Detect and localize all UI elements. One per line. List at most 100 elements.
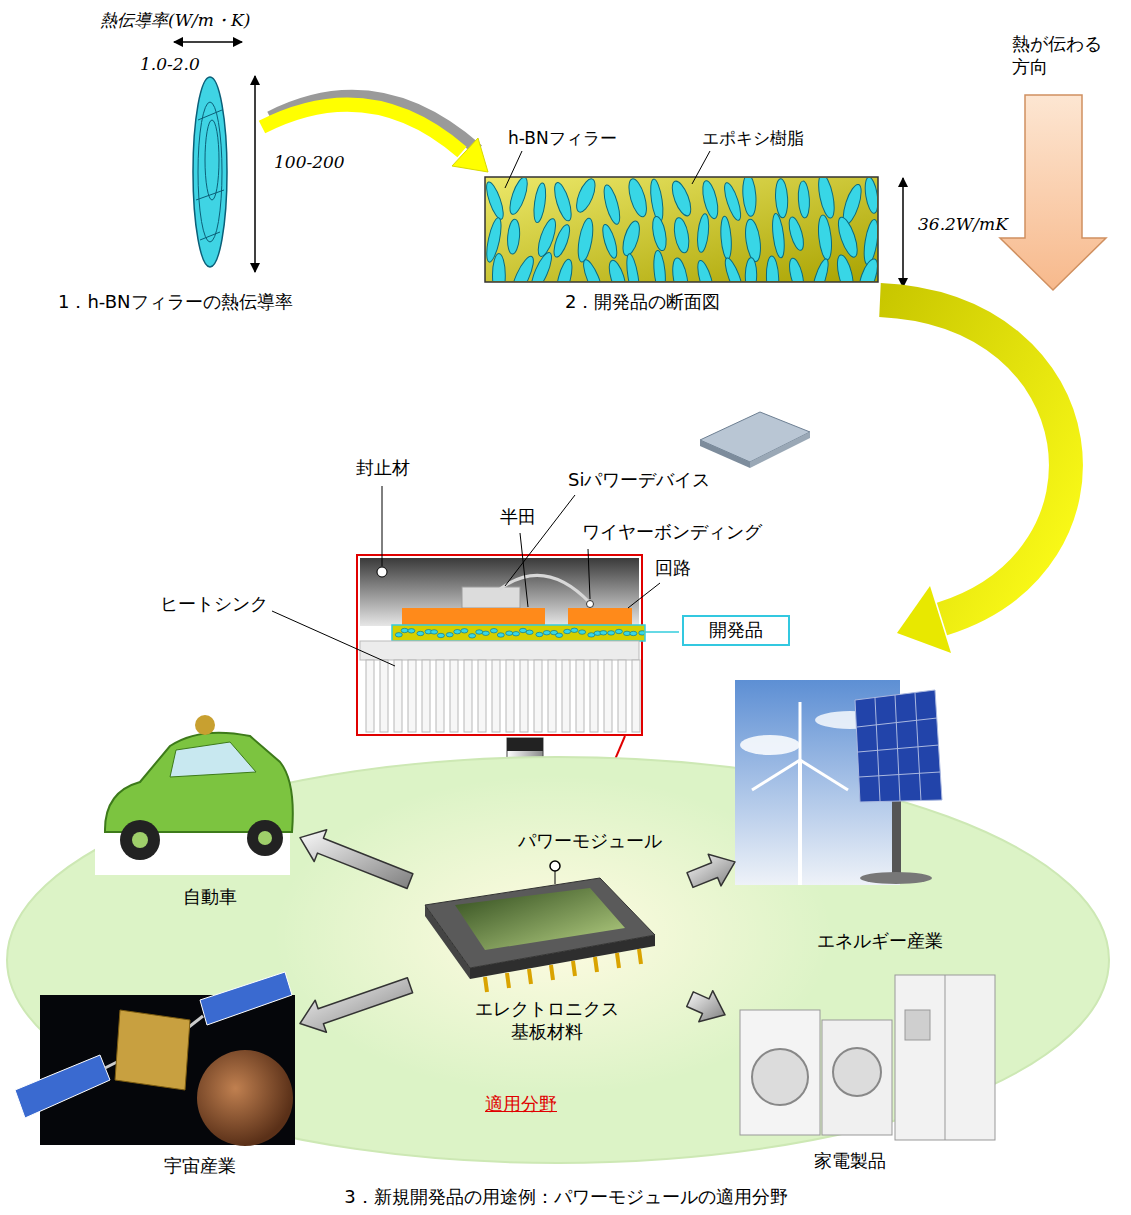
power-module-section <box>392 625 645 641</box>
leader-line <box>272 611 395 666</box>
annotation-label: エポキシ樹脂 <box>702 128 804 149</box>
energy-illustration <box>752 760 800 790</box>
filler-flake <box>809 258 831 281</box>
filler-flake <box>564 629 571 633</box>
filler-flake <box>615 629 622 633</box>
heatsink-fin <box>548 660 556 732</box>
power-module-chip <box>550 861 560 871</box>
power-module-chip <box>551 965 553 980</box>
filler-flake <box>446 633 453 637</box>
car-illustration <box>247 820 283 856</box>
power-module-section <box>462 587 520 608</box>
annotation-label: 3．新規開発品の用途例：パワーモジュールの適用分野 <box>344 1186 787 1209</box>
chip-icon <box>700 412 810 462</box>
space-illustration <box>200 972 292 1025</box>
filler-flake <box>606 259 629 281</box>
energy-illustration <box>798 760 802 885</box>
power-module-group: パワーモジュールエレクトロニクス 基板材料 <box>410 828 690 1045</box>
filler-flake <box>743 218 763 262</box>
power-module-section <box>360 641 639 660</box>
filler-flake <box>855 257 877 281</box>
curved-arrow <box>452 138 488 172</box>
filler-flake <box>775 178 789 218</box>
power-module-chip <box>485 977 487 992</box>
dimension-arrow <box>174 41 242 43</box>
annotation-label: 36.2W/mK <box>918 214 1008 235</box>
filler-flake <box>766 256 780 281</box>
space-illustration <box>15 972 295 1146</box>
filler-flake <box>601 183 623 225</box>
power-module-chip <box>455 888 625 950</box>
filler-flake <box>696 213 711 253</box>
appliance-illustration <box>752 1049 808 1105</box>
down-block-arrow <box>507 738 543 751</box>
heatsink-fin <box>436 660 444 732</box>
filler-flake <box>527 250 555 281</box>
filler-flake <box>668 179 694 218</box>
power-module-chip <box>529 969 531 984</box>
dimension-arrow <box>174 42 903 287</box>
node-text: エネルギー産業 <box>817 930 943 953</box>
filler-flake <box>573 178 599 214</box>
car-illustration <box>258 831 272 845</box>
chip-icon <box>700 412 810 468</box>
filler-flake <box>652 250 667 281</box>
heatsink-fin <box>464 660 472 732</box>
annotation-label: ヒートシンク <box>160 593 268 616</box>
leader-line <box>628 583 660 608</box>
application-energy: エネルギー産業 <box>735 678 960 955</box>
filler-flake <box>437 633 444 637</box>
big-curved-arrow <box>880 300 1066 619</box>
leader-line <box>382 486 383 566</box>
filler-flake <box>469 634 476 638</box>
appliance-illustration <box>945 975 946 1140</box>
filler-flakes <box>486 178 877 281</box>
heatsink-fin <box>590 660 598 732</box>
heatsink-fin <box>366 660 374 732</box>
filler-flake <box>536 632 543 636</box>
cross-section <box>483 173 881 301</box>
leader-line <box>272 486 679 666</box>
filler-flake <box>625 178 650 219</box>
block-arrow <box>300 978 413 1033</box>
filler-flake <box>835 215 862 259</box>
heatsink-fin <box>394 660 402 732</box>
filler-flake <box>461 629 468 633</box>
car-illustration <box>95 690 293 875</box>
leader-line <box>505 151 522 188</box>
power-module-chip <box>425 878 655 968</box>
energy-illustration <box>735 680 942 885</box>
filler-flake <box>571 628 578 632</box>
heatsink-fin <box>520 660 528 732</box>
node-text: 家電製品 <box>814 1150 886 1173</box>
energy-illustration <box>855 690 942 802</box>
space-illustration <box>115 1010 190 1090</box>
heatsink-fin <box>492 660 500 732</box>
space-illustration <box>15 1055 110 1118</box>
filler-flake <box>672 217 691 254</box>
chip-icon <box>700 440 750 468</box>
big-curved-arrow <box>880 300 1066 653</box>
heatsink-fin <box>562 660 570 732</box>
filler-flake <box>862 219 877 266</box>
power-module-chip <box>617 953 619 968</box>
appliance-illustration <box>740 975 995 1140</box>
annotation-label: 2．開発品の断面図 <box>565 291 720 314</box>
filler-flake <box>492 253 505 281</box>
power-module-chip <box>573 961 575 976</box>
filler-flake <box>506 631 513 635</box>
energy-illustration <box>752 702 848 790</box>
hbn-flake <box>196 110 224 240</box>
annotation-label: 封止材 <box>356 457 410 480</box>
filler-flake <box>551 223 573 259</box>
heatsink-fin <box>618 660 626 732</box>
filler-flake <box>816 178 838 219</box>
leader-line <box>588 549 590 599</box>
filler-flake <box>556 633 563 637</box>
developed-material-box: 開発品 <box>682 615 790 646</box>
filler-flake <box>624 631 631 635</box>
annotation-label: 熱が伝わる 方向 <box>1012 33 1120 78</box>
filler-flake <box>506 219 520 255</box>
filler-flake <box>575 217 595 263</box>
filler-flake <box>741 178 757 217</box>
